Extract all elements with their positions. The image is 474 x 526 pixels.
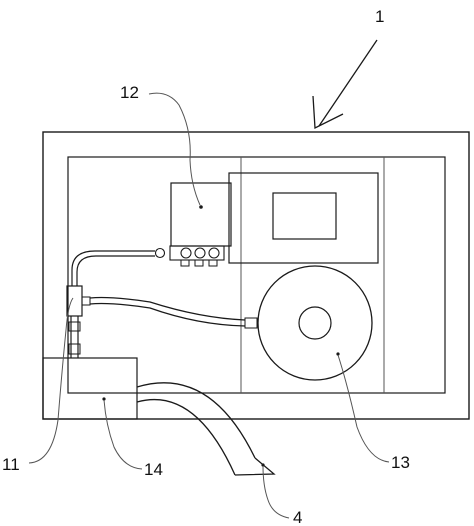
controller-dot xyxy=(199,205,203,209)
label-14: 14 xyxy=(144,460,163,479)
label-assembly: 1 xyxy=(375,7,384,26)
inner-frame xyxy=(67,156,446,394)
hose-dot xyxy=(261,463,265,467)
label-4: 4 xyxy=(293,508,302,526)
leader-line-11 xyxy=(28,297,74,464)
t-junction-bottom-fitting xyxy=(68,343,81,355)
display-screen xyxy=(272,192,337,240)
controller-box xyxy=(170,182,232,247)
label-12: 12 xyxy=(120,83,139,102)
leader-line-14 xyxy=(103,399,143,470)
leader-line-4 xyxy=(262,465,290,519)
leader-line-12 xyxy=(148,92,201,206)
valve-knob-3 xyxy=(208,247,220,259)
round-tank xyxy=(257,265,373,381)
t-junction xyxy=(66,285,83,317)
assembly-arrow-shaft xyxy=(318,39,378,127)
outer-housing xyxy=(42,131,470,420)
display-unit xyxy=(228,172,379,264)
label-13: 13 xyxy=(391,453,410,472)
valve-foot-2 xyxy=(194,259,204,267)
valve-knob-1 xyxy=(180,247,192,259)
assembly-arrow-head xyxy=(312,95,344,130)
hose-end xyxy=(234,457,276,476)
base-unit xyxy=(42,357,138,420)
hose-outer xyxy=(136,382,256,459)
valve-knob-2 xyxy=(194,247,206,259)
round-tank-inner xyxy=(298,306,332,340)
upper-pipe-inner xyxy=(76,255,155,286)
valve-foot-3 xyxy=(208,259,218,267)
tank-inlet-fitting xyxy=(244,317,258,329)
label-11: 11 xyxy=(2,455,20,474)
valve-foot-1 xyxy=(180,259,190,267)
leader-line-13 xyxy=(337,354,390,463)
lower-pipe xyxy=(89,296,246,321)
t-junction-side-fitting xyxy=(81,296,91,306)
hose-inner xyxy=(136,398,236,476)
upper-pipe xyxy=(71,250,155,286)
round-tank-dot xyxy=(336,352,340,356)
t-junction-lower-fitting xyxy=(68,321,81,332)
lower-pipe-inner xyxy=(89,302,246,327)
pipe-connector xyxy=(154,247,166,259)
base-unit-dot xyxy=(102,397,106,401)
